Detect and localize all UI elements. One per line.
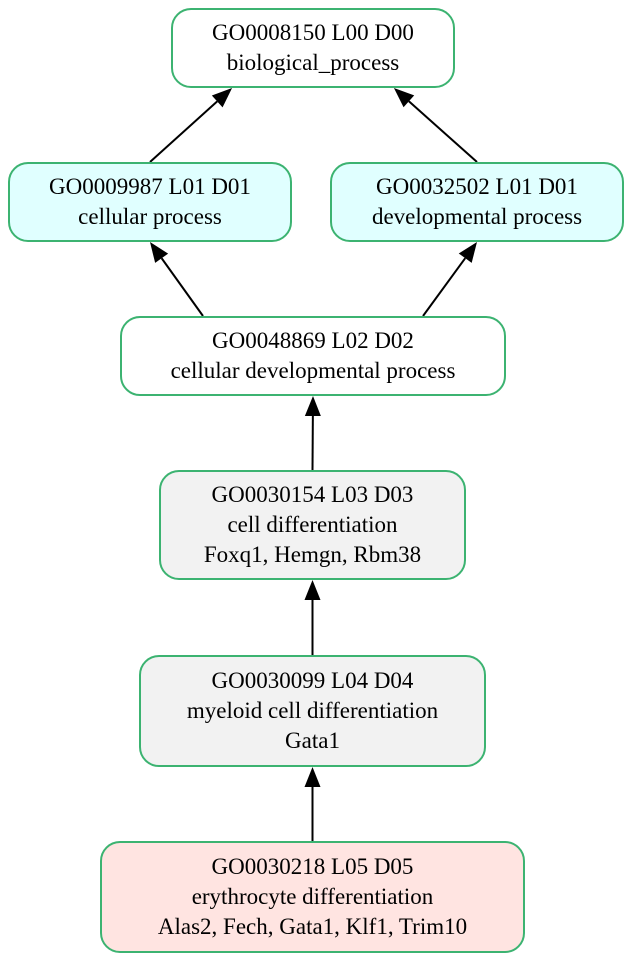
edge-n1-to-n0 [149,100,218,163]
node-header: GO0048869 L02 D02 [212,328,414,353]
node-go0030218: GO0030218 L05 D05 erythrocyte differenti… [100,841,525,953]
node-header: GO0032502 L01 D01 [376,174,578,199]
node-go0030154: GO0030154 L03 D03 cell differentiation F… [159,470,466,580]
node-go0030099: GO0030099 L04 D04 myeloid cell different… [139,655,486,767]
node-term: erythrocyte differentiation [191,884,434,909]
node-term: cellular process [78,204,222,229]
arrowhead-n1-to-n0 [211,88,233,108]
node-go0009987: GO0009987 L01 D01 cellular process [8,162,292,242]
node-genes: Foxq1, Hemgn, Rbm38 [203,542,422,567]
node-term: biological_process [226,50,400,75]
node-header: GO0008150 L00 D00 [212,20,414,45]
node-header: GO0030099 L04 D04 [211,668,414,693]
edge-n2-to-n0 [408,100,478,163]
arrowhead-n6-to-n5 [304,767,321,787]
arrowhead-n2-to-n0 [393,88,415,108]
node-header: GO0030154 L03 D03 [211,482,414,507]
node-go0032502: GO0032502 L01 D01 developmental process [330,162,624,242]
node-term: cellular developmental process [170,358,456,383]
node-term: developmental process [371,204,583,229]
edge-n3-to-n2 [422,257,467,317]
node-go0048869: GO0048869 L02 D02 cellular developmental… [120,316,506,396]
node-header: GO0030218 L05 D05 [211,854,414,879]
node-genes: Gata1 [285,728,340,753]
arrowhead-n4-to-n3 [304,396,321,417]
node-header: GO0009987 L01 D01 [49,174,251,199]
node-go0008150: GO0008150 L00 D00 biological_process [171,8,455,88]
node-term: cell differentiation [227,512,398,537]
node-genes: Alas2, Fech, Gata1, Klf1, Trim10 [157,914,468,939]
arrowhead-n3-to-n1 [150,242,169,263]
node-term: myeloid cell differentiation [186,698,439,723]
arrowhead-n5-to-n4 [304,580,321,600]
edge-n3-to-n1 [160,257,204,317]
arrowhead-n3-to-n2 [458,242,477,263]
